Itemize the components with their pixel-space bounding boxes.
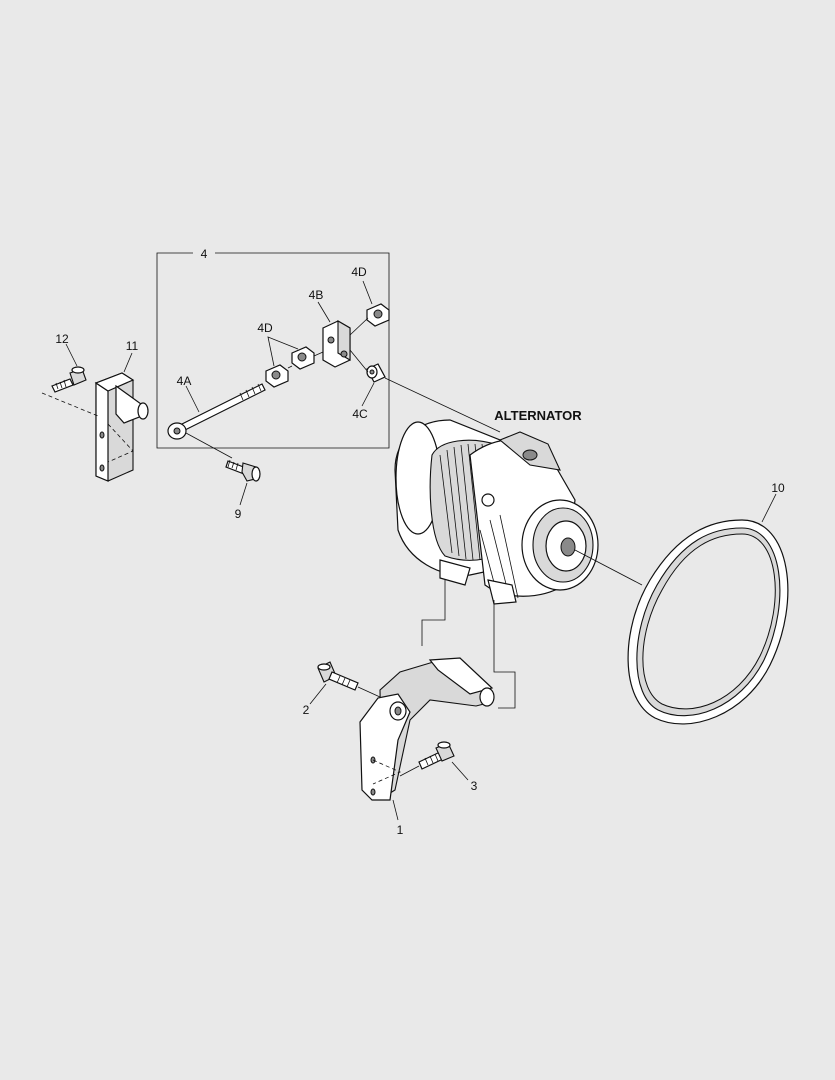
leader-12 [65, 343, 78, 367]
leader-2 [309, 683, 327, 705]
axis-4a-to-9 [185, 432, 233, 459]
dash-11b [107, 423, 134, 463]
dash-11a [41, 392, 99, 417]
dash-1 [372, 759, 401, 785]
axis-4-a [287, 365, 293, 369]
callout-4d-top[interactable]: 4D [351, 265, 367, 279]
axis-4-d [349, 349, 369, 373]
part-12-bolt[interactable] [51, 366, 87, 393]
leader-1 [392, 799, 399, 821]
leader-4d-mid [267, 336, 299, 367]
part-3-bolt[interactable] [418, 741, 455, 770]
axis-alt-to-bracket-left [421, 580, 446, 646]
axis-3 [399, 765, 420, 777]
part-4b-block[interactable] [322, 320, 351, 368]
alternator-body[interactable] [394, 419, 599, 605]
callout-4c[interactable]: 4C [352, 407, 368, 421]
part-11-bracket[interactable] [94, 372, 149, 482]
part-9-bolt[interactable] [225, 459, 261, 482]
callout-2[interactable]: 2 [303, 703, 310, 717]
callout-4b[interactable]: 4B [309, 288, 324, 302]
callout-9[interactable]: 9 [235, 507, 242, 521]
part-4d-nut-top[interactable] [366, 303, 390, 327]
callout-12[interactable]: 12 [55, 332, 69, 346]
axis-4-b [313, 351, 324, 357]
part-4d-nut-right[interactable] [291, 346, 315, 370]
leader-4a [185, 385, 200, 413]
leader-9 [239, 482, 248, 506]
callout-1[interactable]: 1 [397, 823, 404, 837]
callout-4d-mid[interactable]: 4D [257, 321, 273, 335]
part-2-bolt[interactable] [317, 661, 359, 691]
part-4c-bushing[interactable] [366, 363, 386, 383]
axis-4c-to-alternator [384, 377, 501, 433]
leader-4d-top [362, 280, 373, 305]
callout-11[interactable]: 11 [126, 339, 139, 353]
axis-4-c [349, 317, 369, 336]
callout-10[interactable]: 10 [771, 481, 785, 495]
leader-4b [317, 301, 331, 323]
alternator-label: ALTERNATOR [494, 408, 582, 423]
leader-4c [361, 382, 375, 407]
callout-3[interactable]: 3 [471, 779, 478, 793]
callout-4[interactable]: 4 [201, 247, 208, 261]
part-4d-nut-left[interactable] [265, 364, 289, 388]
part-10-belt[interactable] [627, 519, 789, 725]
leader-3 [451, 761, 469, 781]
axis-alt-to-bracket-right [493, 600, 516, 709]
axis-2 [357, 686, 381, 698]
axis-pulley-to-belt [574, 549, 643, 586]
callout-4a[interactable]: 4A [177, 374, 192, 388]
group-4-box [156, 252, 390, 449]
leader-11 [123, 352, 133, 373]
part-4a-rod[interactable] [167, 383, 266, 440]
part-1-mounting-bracket[interactable] [359, 657, 495, 801]
leader-10 [761, 493, 777, 523]
